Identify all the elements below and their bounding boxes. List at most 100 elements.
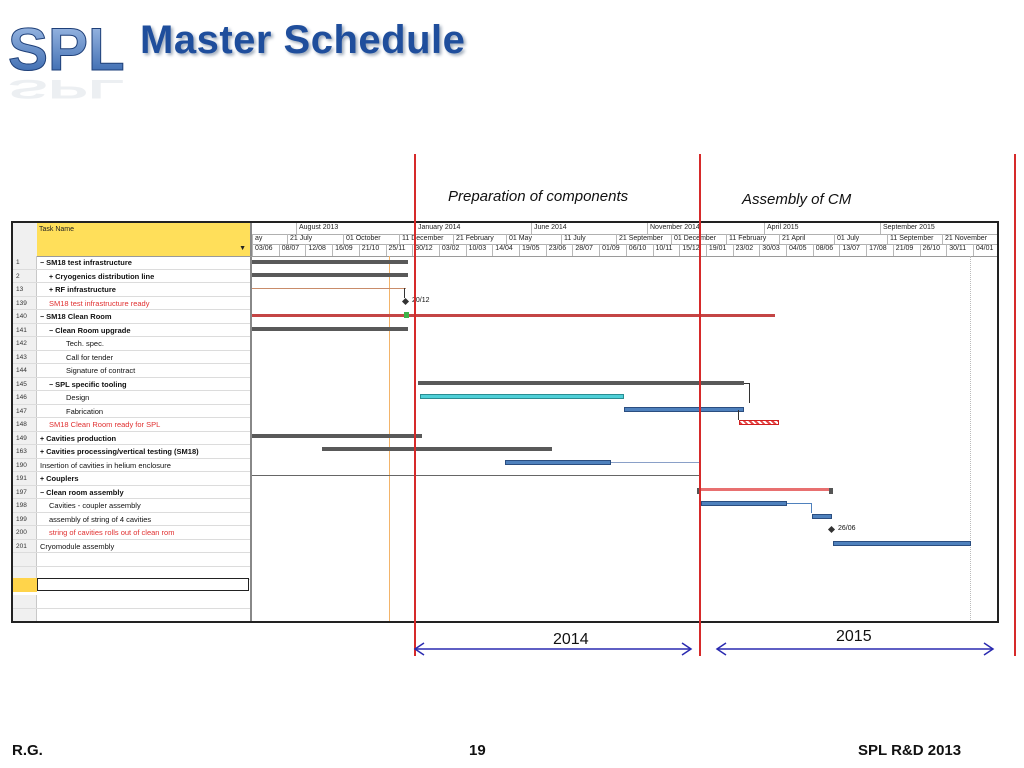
task-bar-design[interactable] [420, 394, 624, 399]
row-task-label: Tech. spec. [66, 339, 104, 348]
milestone-infra-ready[interactable] [401, 297, 410, 306]
summary-bar-clean-room-assembly[interactable] [699, 488, 833, 491]
table-row[interactable]: 140−SM18 Clean Room [13, 310, 250, 324]
summary-bar-couplers[interactable] [252, 475, 699, 476]
row-id: 146 [13, 391, 37, 404]
collapse-icon[interactable]: − [40, 260, 45, 267]
timescale-label: September 2015 [880, 223, 935, 234]
row-task-label: Cryomodule assembly [40, 541, 115, 551]
expand-icon[interactable]: + [40, 476, 45, 483]
empty-row[interactable] [13, 553, 250, 567]
svg-text:SPL: SPL [8, 74, 125, 104]
summary-bar-spl-tooling[interactable] [418, 381, 744, 385]
timescale-label: 08/07 [278, 244, 299, 256]
table-row[interactable]: 197−Clean room assembly [13, 485, 250, 499]
timescale-label: 19/01 [705, 244, 726, 256]
row-task-label: Call for tender [66, 352, 114, 362]
task-bar-fabrication[interactable] [624, 407, 744, 412]
row-task-name: Tech. spec. [66, 337, 104, 350]
row-task-label: Cavities production [46, 433, 117, 443]
timescale-label: 01 October [343, 234, 381, 244]
progress-marker [404, 312, 409, 318]
selected-row-name-cell[interactable] [37, 578, 249, 591]
table-row[interactable]: 145−SPL specific tooling [13, 377, 250, 391]
row-task-name: SM18 test infrastructure ready [49, 297, 149, 310]
empty-row[interactable] [13, 595, 250, 609]
spl-logo: SPL SPL [8, 16, 126, 105]
task-bar-insertion[interactable] [505, 460, 611, 465]
expand-icon[interactable]: + [40, 449, 45, 456]
expand-icon[interactable]: + [49, 287, 54, 294]
table-row[interactable]: 149+Cavities production [13, 431, 250, 445]
row-task-label: Cavities processing/vertical testing (SM… [46, 447, 199, 456]
row-task-name: −Clean room assembly [40, 486, 124, 499]
table-row[interactable]: 144 Signature of contract [13, 364, 250, 378]
table-row[interactable]: 191+Couplers [13, 472, 250, 486]
summary-bar-sm18-infra[interactable] [252, 260, 408, 264]
summary-bar-cavities-processing[interactable] [322, 447, 552, 451]
summary-bar-clean-room[interactable] [252, 314, 775, 317]
collapse-icon[interactable]: − [49, 381, 54, 389]
expand-icon[interactable]: + [49, 273, 54, 281]
task-bar-clean-room-ready[interactable] [739, 420, 779, 425]
collapse-icon[interactable]: − [40, 489, 45, 497]
task-bar-cryomodule-assembly[interactable] [833, 541, 971, 546]
task-bar-string-assembly[interactable] [812, 514, 832, 519]
summary-bar-rf[interactable] [252, 288, 406, 289]
collapse-icon[interactable]: − [49, 327, 54, 335]
milestone-string-rolls-out[interactable] [827, 525, 836, 534]
table-row[interactable]: 146 Design [13, 391, 250, 405]
row-id [13, 595, 37, 608]
summary-bar-cavities-production[interactable] [252, 434, 422, 438]
row-task-label: Cryogenics distribution line [55, 271, 155, 281]
table-row[interactable]: 2+Cryogenics distribution line [13, 269, 250, 283]
row-id [13, 566, 37, 579]
row-id: 140 [13, 310, 37, 323]
milestone-label-2: 26/06 [838, 525, 856, 532]
expand-icon[interactable]: + [40, 435, 45, 443]
table-row[interactable]: 13+RF infrastructure [13, 283, 250, 297]
timescale-label: 15/12 [679, 244, 700, 256]
task-bar-coupler-assembly[interactable] [701, 501, 787, 506]
timescale-label: 10/11 [652, 244, 673, 256]
row-id: 144 [13, 364, 37, 377]
row-task-label: Signature of contract [66, 366, 136, 375]
row-task-label: RF infrastructure [55, 285, 116, 294]
empty-row[interactable] [13, 608, 250, 621]
selected-empty-row[interactable] [13, 578, 250, 592]
row-task-name: −Clean Room upgrade [49, 324, 131, 337]
task-name-column-header[interactable]: Task Name ▼ [37, 223, 250, 256]
collapse-icon[interactable]: − [40, 314, 45, 321]
empty-row[interactable] [13, 622, 250, 623]
link-line [738, 410, 739, 420]
timescale-label: 01 May [506, 234, 532, 244]
timescale-label: August 2013 [296, 223, 338, 234]
filter-dropdown-icon[interactable]: ▼ [239, 245, 246, 252]
table-row[interactable]: 163+Cavities processing/vertical testing… [13, 445, 250, 459]
row-task-name: −SPL specific tooling [49, 378, 127, 391]
summary-bar-clean-room-upgrade[interactable] [252, 327, 408, 331]
timescale-label: 12/08 [305, 244, 326, 256]
row-task-name: Design [66, 391, 89, 404]
row-id: 141 [13, 323, 37, 336]
timescale-label: 30/11 [946, 244, 966, 256]
timescale-label: 01/09 [599, 244, 620, 256]
table-row[interactable]: 141 −Clean Room upgrade [13, 323, 250, 337]
table-row[interactable]: 1−SM18 test infrastructure [13, 256, 250, 270]
timescale-label: ay [252, 234, 262, 244]
timescale-label: 23/02 [732, 244, 753, 256]
project-finish-line [970, 256, 971, 621]
timescale-label: January 2014 [415, 223, 460, 234]
summary-bar-cryogenics[interactable] [252, 273, 408, 277]
